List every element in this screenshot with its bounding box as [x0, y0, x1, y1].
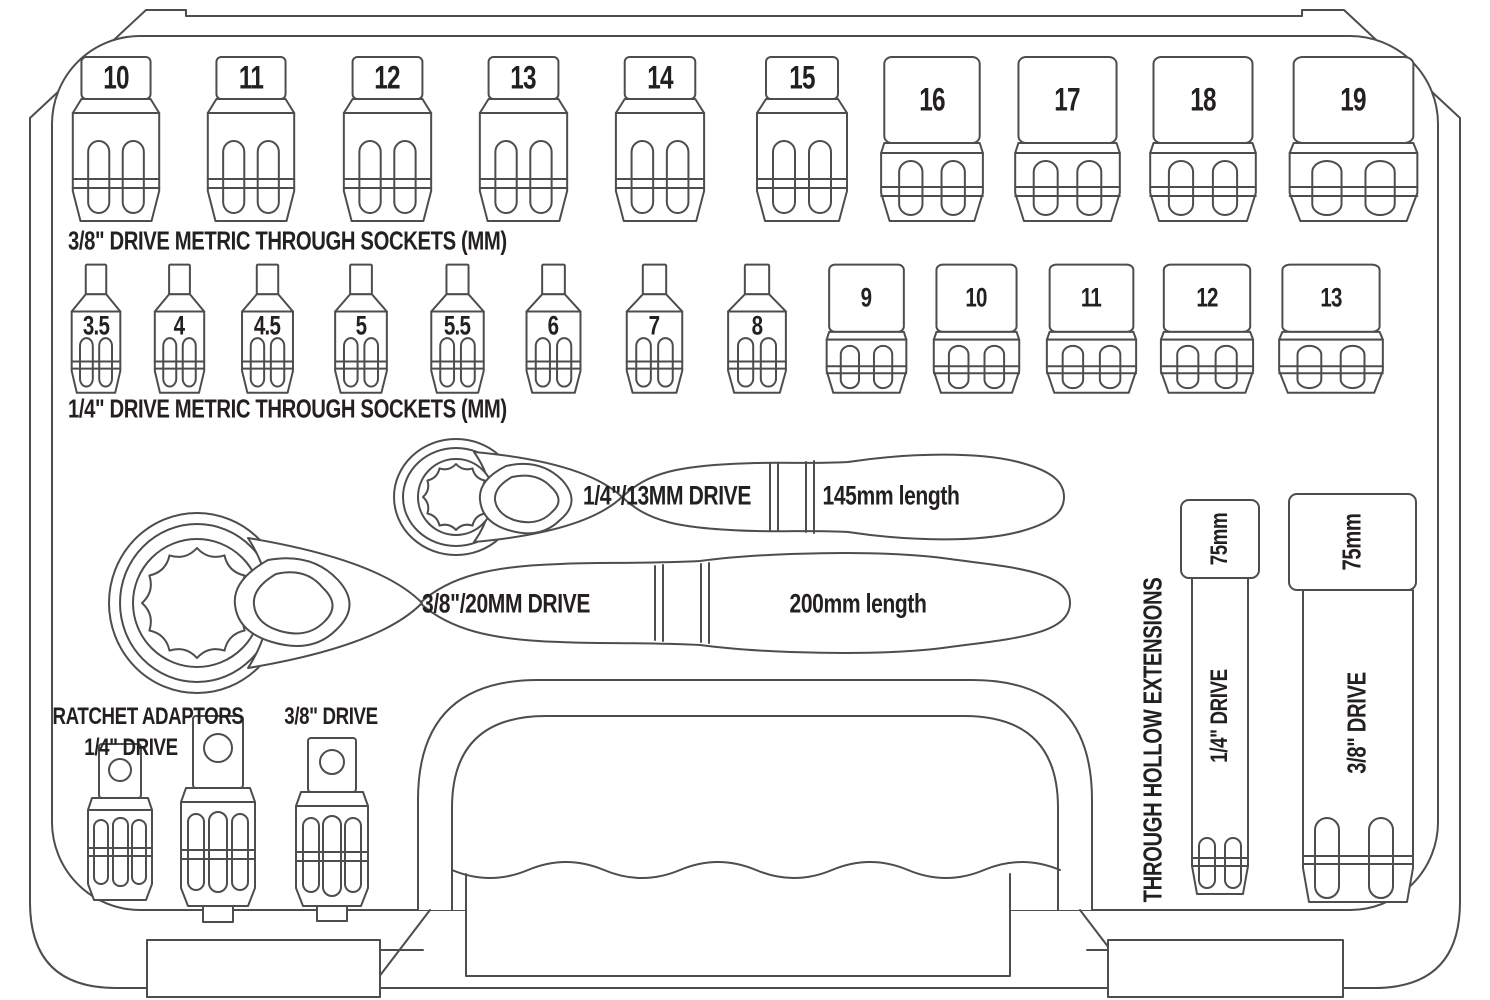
ratchet-1-4-drive	[393, 438, 1065, 556]
ratchet-2-socket-profile	[141, 547, 253, 659]
socket-size-label: 10	[103, 59, 129, 96]
socket-size-label: 3.5	[82, 310, 110, 341]
ratchet-1-handle	[621, 453, 1065, 541]
adaptor-small	[87, 743, 153, 901]
socket-size-label: 4	[173, 310, 185, 341]
socket-size-label: 19	[1340, 81, 1366, 118]
socket-size-label: 15	[789, 59, 815, 96]
ratchet-2-length-label: 200mm length	[789, 588, 927, 619]
ratchet-1-grip-rings	[769, 460, 815, 534]
extensions-title: THROUGH HOLLOW EXTENSIONS	[1137, 577, 1168, 903]
adaptors-title: RATCHET ADAPTORS	[52, 703, 244, 730]
extension-1-length-label: 75mm	[1206, 512, 1233, 566]
adaptors-left-drive: 1/4" DRIVE	[84, 734, 178, 761]
ratchet-1-socket-profile	[422, 463, 490, 531]
row2-section-label: 1/4" DRIVE METRIC THROUGH SOCKETS (MM)	[68, 393, 507, 424]
socket-size-label: 11	[238, 59, 264, 96]
socket-size-label: 12	[374, 59, 400, 96]
socket-size-label: 7	[648, 310, 660, 341]
ratchet-2-handle	[419, 552, 1071, 654]
socket-size-label: 8	[751, 310, 763, 341]
adaptor-medium	[180, 715, 256, 923]
row1-section-label: 3/8" DRIVE METRIC THROUGH SOCKETS (MM)	[68, 225, 507, 256]
socket-size-label: 17	[1054, 81, 1080, 118]
ratchet-1-length-label: 145mm length	[822, 480, 960, 511]
ratchet-2-grip-rings	[654, 562, 710, 644]
socket-size-label: 4.5	[253, 310, 281, 341]
extension-2-drive-label: 3/8" DRIVE	[1341, 672, 1372, 774]
socket-size-label: 10	[965, 282, 987, 313]
adaptors-right-drive: 3/8" DRIVE	[284, 703, 378, 730]
ratchet-3-8-drive	[108, 512, 1071, 694]
socket-size-label: 12	[1196, 282, 1218, 313]
socket-size-label: 14	[647, 59, 673, 96]
ratchet-2-drive-label: 3/8"/20MM DRIVE	[422, 588, 590, 619]
socket-size-label: 5.5	[443, 310, 471, 341]
socket-size-label: 5	[355, 310, 367, 341]
adaptor-large	[295, 737, 369, 922]
socket-size-label: 13	[1320, 282, 1342, 313]
socket-size-label: 9	[860, 282, 872, 313]
socket-size-label: 13	[510, 59, 536, 96]
extension-2-length-label: 75mm	[1336, 513, 1367, 571]
socket-size-label: 18	[1190, 81, 1216, 118]
ratchet-1-drive-label: 1/4"/13MM DRIVE	[583, 480, 751, 511]
extension-1-4-drive	[1180, 499, 1260, 895]
socket-size-label: 16	[919, 81, 945, 118]
socket-size-label: 11	[1080, 282, 1102, 313]
case-foot-right	[1107, 939, 1344, 998]
socket-size-label: 6	[547, 310, 559, 341]
case-foot-left	[146, 939, 381, 998]
case-handle	[146, 679, 1344, 998]
extension-1-drive-label: 1/4" DRIVE	[1206, 669, 1233, 763]
extension-3-8-drive	[1288, 493, 1417, 903]
